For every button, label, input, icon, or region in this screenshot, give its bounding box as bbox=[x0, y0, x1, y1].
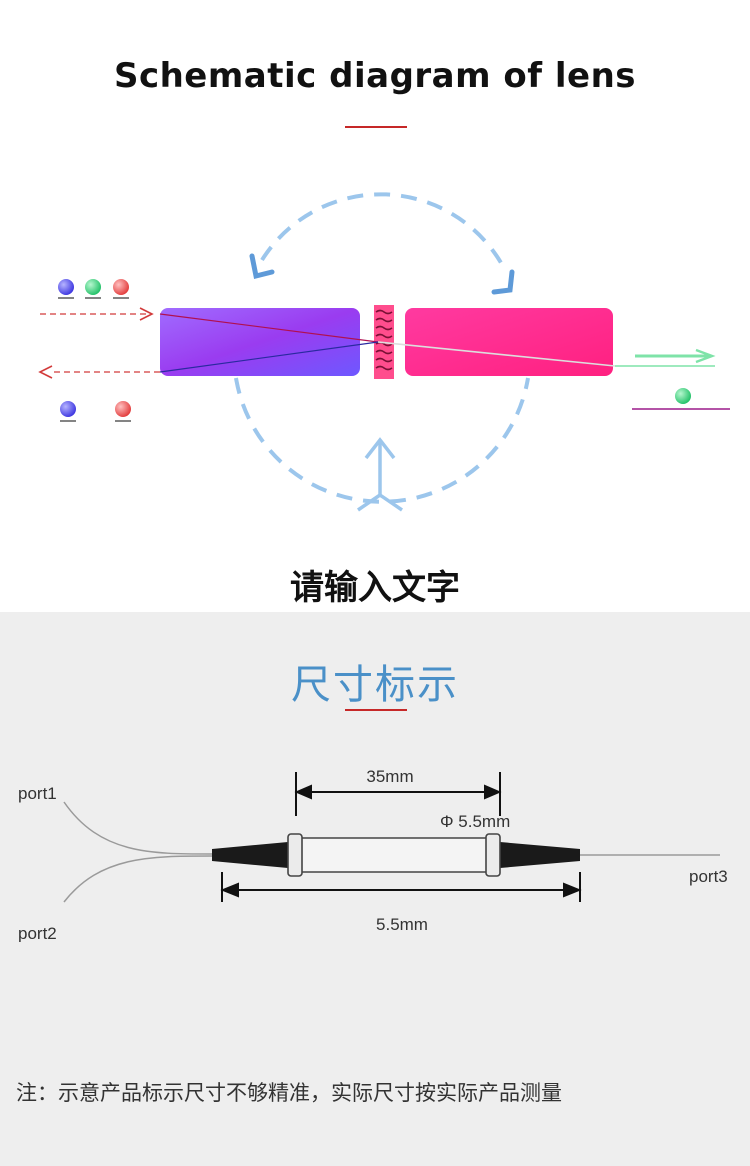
dimension-title: 尺寸标示 bbox=[291, 662, 459, 708]
reflected-balls bbox=[60, 401, 131, 422]
device-tube bbox=[295, 837, 493, 873]
right-lens bbox=[405, 308, 613, 376]
left-collar bbox=[287, 833, 303, 877]
placeholder-text: 请输入文字 bbox=[290, 568, 460, 608]
port3-label: port3 bbox=[689, 867, 728, 886]
title-underline bbox=[345, 126, 407, 128]
lens-schematic-diagram bbox=[38, 192, 730, 512]
dimension-drawing: 35mm Φ 5.5mm 5.5mm port1 port2 port3 bbox=[18, 767, 728, 942]
port2-label: port2 bbox=[18, 924, 57, 942]
diameter-label: Φ 5.5mm bbox=[440, 812, 510, 831]
port1-label: port1 bbox=[18, 784, 57, 803]
dimension-section: 尺寸标示 35mm Φ 5.5mm bbox=[0, 612, 750, 1166]
input-balls bbox=[58, 279, 129, 299]
rotation-arrowheads bbox=[249, 253, 515, 295]
left-boot bbox=[212, 842, 288, 868]
fiber-lines bbox=[63, 801, 720, 903]
plate-wave-pattern bbox=[375, 309, 393, 371]
light-paths bbox=[38, 307, 730, 410]
right-boot bbox=[500, 842, 580, 868]
rotation-arc bbox=[234, 192, 530, 504]
top-dimension-line bbox=[294, 772, 502, 816]
bottom-dimension-line bbox=[220, 872, 582, 902]
page-title: Schematic diagram of lens bbox=[113, 56, 637, 96]
length-top-label: 35mm bbox=[366, 767, 413, 786]
left-lens bbox=[160, 308, 360, 376]
dimension-title-underline bbox=[345, 709, 407, 711]
length-bottom-label: 5.5mm bbox=[376, 915, 428, 934]
right-collar bbox=[485, 833, 501, 877]
output-ball bbox=[675, 388, 691, 404]
up-arrow-icon bbox=[357, 437, 403, 512]
note-text: 注：示意产品标示尺寸不够精准，实际尺寸按实际产品测量 bbox=[16, 1081, 562, 1105]
